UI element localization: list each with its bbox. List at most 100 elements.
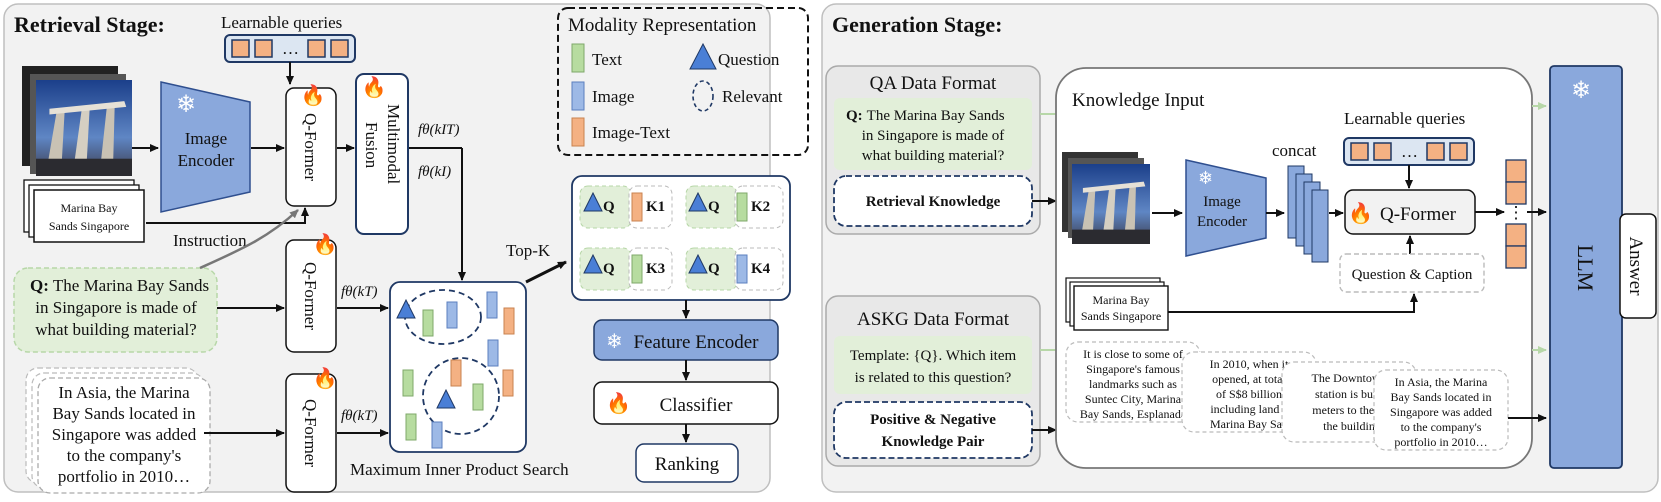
pair-k-label: K2 — [751, 199, 770, 215]
doc1-line: It is close to some of — [1083, 347, 1183, 361]
caption-line-2: Sands Singapore — [49, 219, 129, 233]
qformer-box-2 — [285, 239, 337, 353]
question-line-3: what building material? — [35, 320, 196, 339]
doc-line: Bay Sands located in — [52, 404, 196, 423]
doc4-line: Bay Sands located in — [1391, 390, 1492, 404]
query-token — [1426, 142, 1445, 161]
doc1-line: Bay Sands, Esplanade — [1080, 407, 1186, 421]
answer-box — [1619, 213, 1657, 319]
legend-question-swatch — [689, 42, 717, 70]
ranking-box — [635, 443, 739, 483]
topk-label: Top-K — [506, 241, 551, 260]
knowledge-doc-4 — [1373, 369, 1509, 451]
flame-icon: 🔥 — [362, 75, 387, 99]
qformer-box-1 — [285, 87, 337, 207]
qa-format-title: QA Data Format — [870, 73, 997, 94]
legend-text-swatch — [571, 43, 585, 73]
legend-question-label: Question — [718, 50, 780, 69]
doc1-line: Singapore's famous — [1086, 362, 1180, 376]
answer-label: Answer — [1625, 236, 1646, 296]
query-output-tokens: ⋮ — [1505, 159, 1527, 269]
askg-template-line-2: is related to this question? — [855, 370, 1012, 386]
generation-title: Generation Stage: — [832, 12, 1002, 37]
qa-prefix: Q: — [846, 108, 863, 124]
doc4-line: portfolio in 2010… — [1394, 435, 1487, 449]
doc-line: Singapore was added — [52, 425, 197, 444]
instruction-arrow — [199, 209, 299, 270]
doc-line: to the company's — [67, 446, 181, 465]
legend-image-text-label: Image-Text — [592, 123, 670, 142]
qformer-label-2: Q-Former — [301, 262, 320, 330]
embedding-points — [396, 291, 515, 449]
query-ellipsis: … — [282, 39, 299, 58]
doc3-line: the buildin — [1323, 419, 1375, 433]
question-line-1-text: The Marina Bay Sands — [53, 276, 209, 295]
svg-text:⋮: ⋮ — [1508, 203, 1525, 222]
qa-line-1-text: The Marina Bay Sands — [867, 108, 1005, 124]
gen-image-encoder-label-2: Encoder — [1197, 214, 1247, 230]
concat-feature-stack — [1287, 165, 1329, 263]
photo-stack — [1062, 152, 1150, 244]
query-token — [254, 39, 273, 58]
arrow — [146, 207, 309, 224]
question-box — [13, 267, 218, 353]
f-kIT-label: fθ(kIT) — [418, 122, 460, 138]
legend-title: Modality Representation — [568, 15, 757, 36]
pair-k2: Q K2 — [685, 185, 784, 229]
legend-box — [557, 7, 809, 156]
doc4-line: In Asia, the Marina — [1395, 375, 1488, 389]
pair-k-label: K1 — [646, 199, 665, 215]
doc4-line: Singapore was added — [1390, 405, 1492, 419]
snowflake-icon: ❄ — [1198, 168, 1213, 188]
gen-image-encoder — [1185, 159, 1267, 257]
pair-k4: Q K4 — [685, 247, 784, 291]
gen-qformer-label: Q-Former — [1380, 204, 1457, 225]
feature-encoder-label: Feature Encoder — [633, 332, 759, 353]
instruction-label: Instruction — [173, 231, 247, 250]
pair-k-label: K4 — [751, 261, 771, 277]
question-caption-label: Question & Caption — [1352, 267, 1473, 283]
legend-image-swatch — [571, 81, 585, 111]
askg-format-title: ASKG Data Format — [857, 309, 1010, 330]
flame-icon: 🔥 — [301, 83, 326, 107]
flame-icon: 🔥 — [313, 366, 338, 390]
doc2-line: Marina Bay San — [1210, 417, 1288, 431]
snowflake-icon: ❄ — [176, 92, 196, 118]
legend-text-label: Text — [592, 50, 622, 69]
query-token — [307, 39, 326, 58]
image-encoder — [160, 81, 251, 213]
gen-caption-card — [1073, 285, 1169, 331]
f-kT-label-2: fθ(kT) — [341, 408, 378, 424]
query-token — [330, 39, 349, 58]
pair-q-label: Q — [708, 199, 720, 215]
pair-q-label: Q — [603, 261, 615, 277]
pos-neg-line-1: Positive & Negative — [870, 412, 996, 428]
doc2-line: of S$8 billion — [1216, 387, 1282, 401]
classifier-label: Classifier — [660, 395, 733, 416]
qformer-label-3: Q-Former — [301, 399, 320, 467]
doc2-line: In 2010, when it — [1210, 357, 1289, 371]
doc-line: portfolio in 2010… — [58, 467, 190, 486]
query-token — [1350, 142, 1369, 161]
concat-label: concat — [1272, 141, 1317, 160]
doc3-line: station is built — [1315, 387, 1384, 401]
gen-learnable-queries-label: Learnable queries — [1344, 109, 1465, 128]
gen-image-encoder-label-1: Image — [1203, 194, 1241, 210]
qformer-label-1: Q-Former — [301, 113, 320, 181]
doc1-line: Suntec City, Marina — [1085, 392, 1182, 406]
legend-image-text-swatch — [571, 117, 585, 147]
gen-caption-line-2: Sands Singapore — [1081, 309, 1161, 323]
qa-line-2: in Singapore is made of — [862, 128, 1004, 144]
snowflake-icon: ❄ — [1571, 78, 1591, 104]
pair-k3: Q K3 — [579, 247, 673, 291]
relevant-cluster — [422, 357, 500, 435]
doc2-line: opened, at total — [1212, 372, 1286, 386]
query-token — [1373, 142, 1392, 161]
multimodal-fusion-box — [355, 73, 409, 235]
fusion-label-1: Multimodal — [384, 104, 403, 185]
query-token — [231, 39, 250, 58]
pair-q-label: Q — [603, 199, 615, 215]
photo-stack — [22, 66, 132, 176]
